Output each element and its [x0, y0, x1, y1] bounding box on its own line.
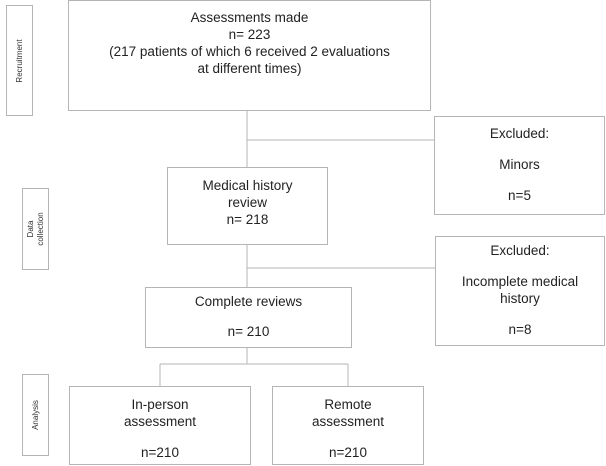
- remote-line1: Remote: [324, 397, 372, 412]
- excluded-minors-heading: Excluded:: [489, 126, 550, 141]
- assessments-note-line1: (217 patients of which 6 received 2 eval…: [109, 44, 390, 59]
- stage-data-collection-label: Data collection: [25, 212, 45, 246]
- medical-history-box: Medical history review n= 218: [167, 167, 328, 245]
- complete-reviews-title: Complete reviews: [194, 294, 303, 309]
- medical-history-line1: Medical history: [202, 178, 293, 193]
- assessments-title: Assessments made: [190, 10, 309, 25]
- excluded-minors-box: Excluded: Minors n=5: [434, 116, 605, 215]
- excluded-minors-reason: Minors: [499, 157, 540, 172]
- medical-history-line2: review: [227, 195, 267, 210]
- in-person-assessment-box: In-person assessment n=210: [69, 386, 251, 465]
- medical-history-count: n= 218: [226, 212, 269, 227]
- in-person-count: n=210: [141, 445, 179, 460]
- stage-analysis-label: Analysis: [30, 400, 40, 430]
- remote-count: n=210: [329, 445, 367, 460]
- excluded-incomplete-reason-line2: history: [500, 291, 540, 306]
- excluded-incomplete-count: n=8: [508, 322, 532, 337]
- remote-line2: assessment: [311, 414, 385, 429]
- in-person-line2: assessment: [123, 414, 197, 429]
- assessments-made-box: Assessments made n= 223 (217 patients of…: [68, 0, 431, 111]
- stage-data-collection: Data collection: [22, 188, 49, 270]
- stage-recruitment-label: Recruitment: [14, 38, 24, 83]
- excluded-incomplete-reason-line1: Incomplete medical: [461, 274, 579, 289]
- excluded-minors-count: n=5: [508, 188, 531, 203]
- complete-reviews-count: n= 210: [227, 324, 270, 339]
- excluded-incomplete-heading: Excluded:: [490, 243, 550, 258]
- in-person-line1: In-person: [131, 397, 189, 412]
- stage-analysis: Analysis: [22, 374, 49, 456]
- remote-assessment-box: Remote assessment n=210: [272, 386, 424, 465]
- assessments-count: n= 223: [228, 27, 271, 42]
- stage-recruitment: Recruitment: [6, 5, 33, 116]
- complete-reviews-box: Complete reviews n= 210: [145, 287, 352, 348]
- excluded-incomplete-box: Excluded: Incomplete medical history n=8: [435, 236, 605, 346]
- assessments-note-line2: at different times): [197, 61, 302, 76]
